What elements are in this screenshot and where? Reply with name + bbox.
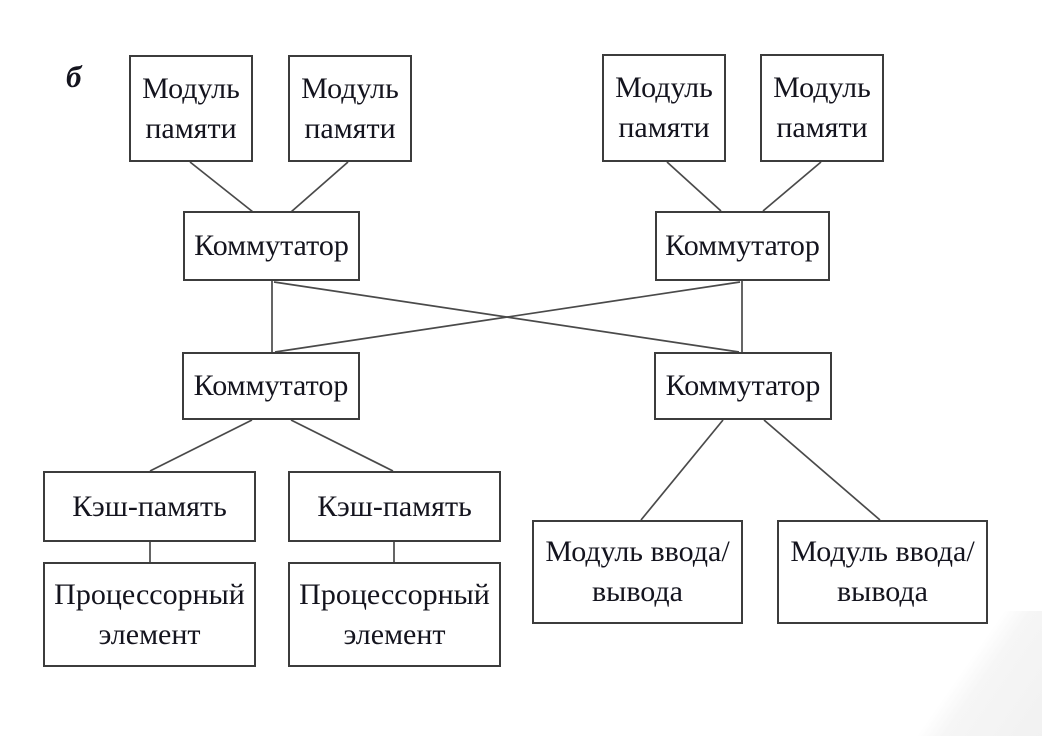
node-io-module-1: Модуль ввода/ вывода — [532, 520, 743, 624]
node-label-line: памяти — [618, 111, 710, 144]
node-processor-element-1: Процессорный элемент — [43, 562, 256, 667]
node-label-line: вывода — [837, 575, 928, 608]
connector-line — [762, 161, 822, 212]
node-label-line: Модуль ввода/ — [545, 535, 730, 568]
connector-line — [290, 161, 349, 213]
node-label-line: Процессорный — [299, 577, 490, 611]
node-cache-memory-2: Кэш-память — [288, 471, 501, 542]
node-switch-bottom-left: Коммутатор — [182, 352, 360, 420]
node-label-line: Модуль ввода/ — [790, 535, 975, 568]
node-switch-top-right: Коммутатор — [655, 211, 830, 281]
node-label-line: Кэш-память — [72, 489, 227, 523]
panel-label: б — [66, 59, 82, 94]
node-memory-module-2: Модуль памяти — [288, 55, 412, 162]
node-switch-top-left: Коммутатор — [183, 211, 360, 281]
node-label-line: памяти — [145, 111, 237, 145]
node-label-line: Модуль — [773, 71, 871, 104]
node-label-line: Процессорный — [54, 577, 245, 611]
node-memory-module-3: Модуль памяти — [602, 54, 726, 162]
node-label-line: Коммутатор — [665, 229, 820, 262]
node-processor-element-2: Процессорный элемент — [288, 562, 501, 667]
node-label-line: Модуль — [301, 71, 399, 105]
connector-line — [149, 419, 253, 472]
connector-line — [640, 419, 724, 521]
node-memory-module-1: Модуль памяти — [129, 55, 253, 162]
node-label-line: элемент — [343, 617, 446, 651]
node-label-line: Кэш-память — [317, 489, 472, 523]
node-label-line: Коммутатор — [194, 229, 349, 262]
node-label-line: Модуль — [615, 71, 713, 104]
connector-line — [189, 161, 254, 213]
node-label-line: Коммутатор — [193, 369, 349, 402]
node-io-module-2: Модуль ввода/ вывода — [777, 520, 988, 624]
node-label-line: элемент — [98, 617, 201, 651]
node-memory-module-4: Модуль памяти — [760, 54, 884, 162]
node-label-line: Модуль — [142, 71, 240, 105]
node-label-line: памяти — [304, 111, 396, 145]
node-label-line: Коммутатор — [665, 369, 821, 402]
node-label-line: памяти — [776, 111, 868, 144]
connector-line — [274, 281, 741, 353]
connector-line — [290, 419, 394, 472]
connector-line — [666, 161, 722, 212]
node-switch-bottom-right: Коммутатор — [654, 352, 832, 420]
connector-line — [763, 419, 881, 521]
node-label-line: вывода — [592, 575, 683, 608]
node-cache-memory-1: Кэш-память — [43, 471, 256, 542]
